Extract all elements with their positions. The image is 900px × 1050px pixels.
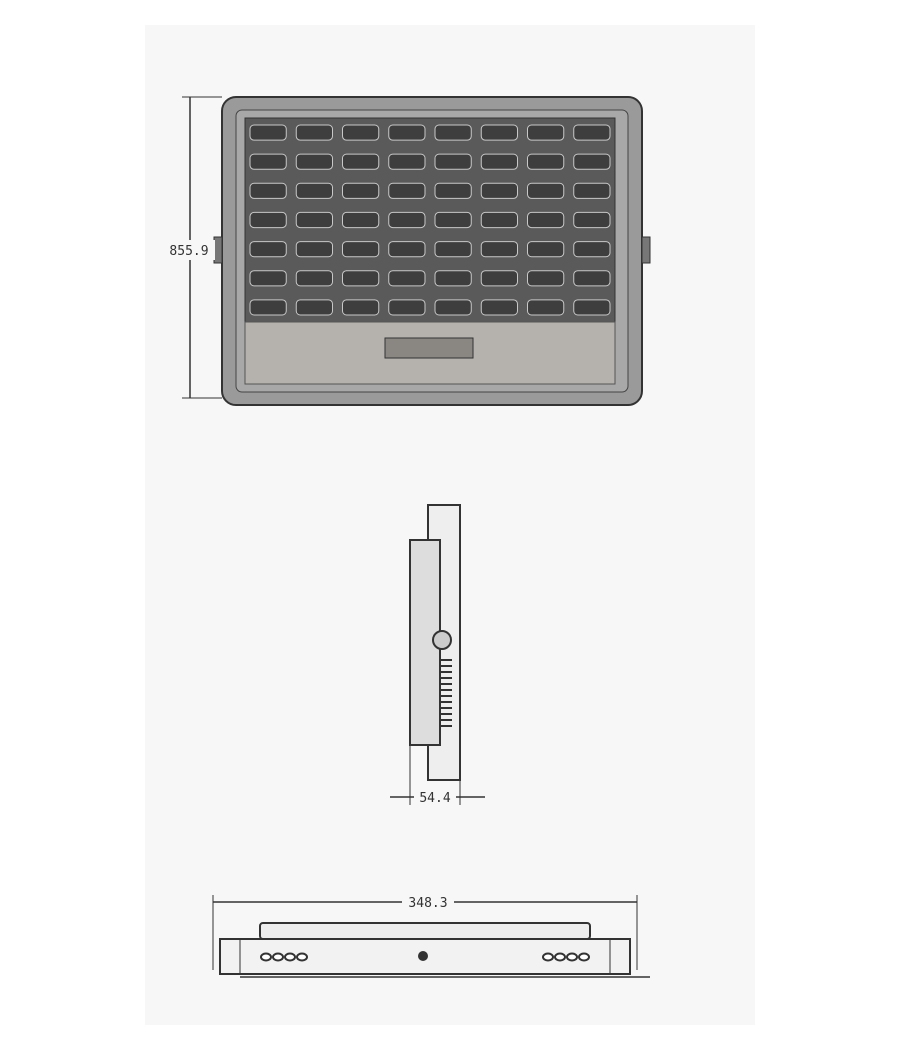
led-lens [388,153,426,170]
led-lens [295,241,333,258]
vent-slot [296,952,308,962]
led-lens [249,153,287,170]
led-panel [244,117,616,323]
vent-slot [554,952,566,962]
vent-slot [260,952,272,962]
front-view: 855.9 [163,96,651,406]
cable-gland [418,951,428,961]
led-lens [480,241,518,258]
led-lens [573,153,611,170]
led-lens [527,241,565,258]
led-lens [342,211,380,229]
vent-slot [566,952,578,962]
led-lens [527,211,565,229]
led-lens [434,270,472,287]
label-bg [414,788,456,806]
led-lens [342,241,380,258]
height-dimension-label: 855.9 [169,244,208,259]
led-lens [434,124,472,141]
side-view: 54.4 [390,504,485,806]
led-lens [573,124,611,141]
led-lens [388,270,426,287]
led-lens [434,182,472,199]
vent-slot [542,952,554,962]
led-lens [295,182,333,199]
led-lens [434,153,472,170]
led-lens [295,270,333,287]
led-lens [388,124,426,141]
led-lens [527,124,565,141]
led-lens [480,124,518,141]
mount-tab-right [641,236,651,264]
led-lens [527,153,565,170]
led-lens [388,211,426,229]
vent-slots [260,952,590,962]
pivot-knob [432,630,452,650]
led-lens [342,299,380,316]
led-lens [249,124,287,141]
logo [384,337,474,359]
led-lens [434,211,472,229]
led-lens [249,211,287,229]
led-lens [573,241,611,258]
depth-dimension-label: 54.4 [419,791,450,806]
led-lens [295,153,333,170]
lens-cover [259,922,591,940]
led-lens [434,299,472,316]
led-lens [480,182,518,199]
led-lens [527,299,565,316]
bottom-view: 348.3 [212,893,650,978]
width-dimension-label: 348.3 [408,896,447,911]
led-lens [480,211,518,229]
led-lens [434,241,472,258]
heat-sink-fins [440,659,452,727]
led-lens [388,241,426,258]
vent-slot [284,952,296,962]
led-lens [295,124,333,141]
vent-slot [578,952,590,962]
led-lens [573,211,611,229]
led-lens [249,270,287,287]
led-lens [573,270,611,287]
led-lens [480,299,518,316]
label-bg [402,893,454,911]
led-lens [527,270,565,287]
led-lens [527,182,565,199]
led-lens [342,153,380,170]
label-bg [163,240,215,260]
led-lens [388,299,426,316]
led-lens [342,182,380,199]
led-lens [388,182,426,199]
led-lens [480,270,518,287]
led-lens [295,211,333,229]
led-lens [249,299,287,316]
led-lens [342,270,380,287]
led-lens [295,299,333,316]
led-lens [480,153,518,170]
led-lens [249,182,287,199]
led-lens [573,299,611,316]
led-lens [573,182,611,199]
led-lens [342,124,380,141]
led-lens [249,241,287,258]
vent-slot [272,952,284,962]
mount-tab-left [213,236,223,264]
